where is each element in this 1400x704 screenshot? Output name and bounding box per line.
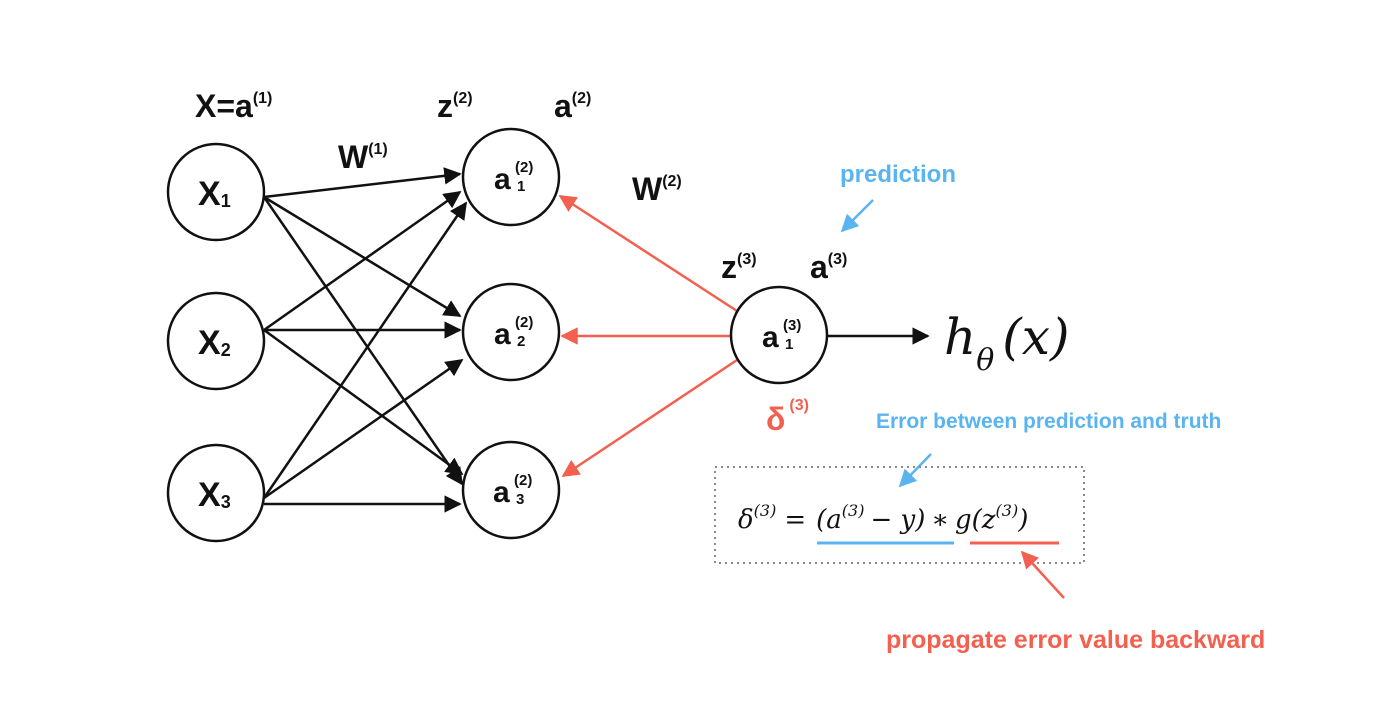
- hypothesis-label: hθ(x): [944, 308, 1069, 378]
- back-edge-to-a3: [561, 358, 738, 478]
- edge-x2-a1: [263, 190, 462, 332]
- edge-x1-a2: [263, 195, 462, 318]
- z2-label: z(2): [437, 88, 473, 124]
- input-layer-label: X=a(1): [195, 88, 272, 124]
- w1-label: W(1): [338, 139, 388, 175]
- prediction-arrow: [840, 199, 874, 233]
- svg-text:1: 1: [517, 178, 525, 195]
- delta-formula: δ(3)=(a(3)− y)∗g(z(3)): [738, 501, 1028, 535]
- svg-text:2: 2: [517, 333, 525, 350]
- prediction-annotation: prediction: [840, 161, 956, 188]
- edge-x3-a1: [262, 201, 468, 499]
- svg-text:(2): (2): [514, 472, 532, 489]
- edge-x1-a1: [263, 167, 462, 199]
- svg-text:(3): (3): [783, 317, 801, 334]
- delta-label: δ(3): [766, 397, 809, 437]
- svg-text:X2: X2: [198, 324, 231, 362]
- svg-text:a: a: [494, 318, 511, 351]
- svg-text:a: a: [494, 163, 511, 196]
- propagate-arrow: [1020, 550, 1065, 599]
- input-node-x3: X3: [166, 443, 266, 543]
- edge-x1-a3: [262, 196, 464, 486]
- svg-text:3: 3: [516, 491, 524, 508]
- a2-label: a(2): [554, 88, 591, 124]
- a3-label: a(3): [810, 249, 847, 285]
- hidden-node-a3: a (2) 3: [461, 440, 561, 540]
- output-node-a1-3: a (3) 1: [729, 285, 829, 385]
- backward-connections: [558, 194, 738, 478]
- propagate-annotation: propagate error value backward: [886, 626, 1265, 654]
- svg-text:X1: X1: [198, 175, 231, 213]
- forward-connections-layer1: [262, 167, 468, 513]
- back-edge-to-a1: [558, 194, 738, 313]
- svg-text:a: a: [493, 476, 510, 509]
- edge-x3-a2: [263, 358, 464, 500]
- edge-x2-a3: [263, 328, 464, 476]
- svg-text:a: a: [762, 321, 779, 354]
- delta-formula-box: δ(3)=(a(3)− y)∗g(z(3)): [714, 466, 1085, 564]
- error-annotation: Error between prediction and truth: [876, 410, 1221, 433]
- w2-label: W(2): [632, 171, 682, 207]
- input-node-x1: X1: [166, 142, 266, 242]
- svg-text:1: 1: [785, 336, 793, 353]
- z3-label: z(3): [721, 249, 757, 285]
- hidden-node-a1: a (2) 1: [461, 127, 561, 227]
- hidden-node-a2: a (2) 2: [461, 282, 561, 382]
- svg-text:X3: X3: [198, 476, 231, 514]
- svg-text:(2): (2): [515, 314, 533, 331]
- input-node-x2: X2: [166, 291, 266, 391]
- svg-text:(2): (2): [515, 159, 533, 176]
- error-arrow: [898, 453, 932, 488]
